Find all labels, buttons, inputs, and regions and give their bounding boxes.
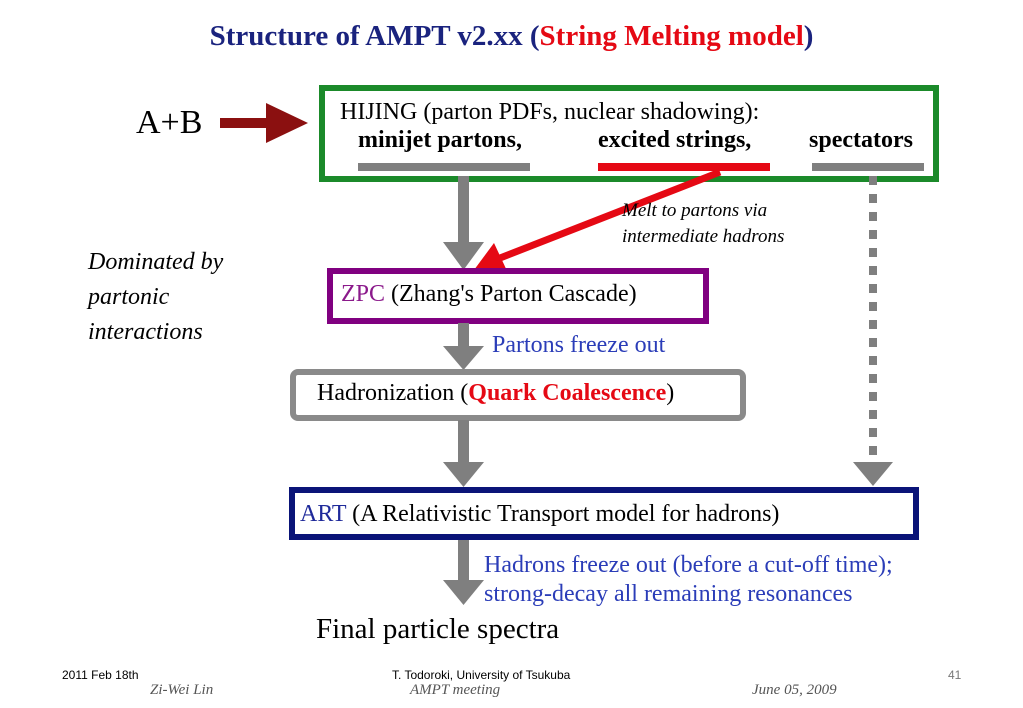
title-highlight: String Melting model: [539, 20, 804, 52]
hadrons-freeze-note: Hadrons freeze out (before a cut-off tim…: [484, 552, 893, 607]
zpc-label: ZPC (Zhang's Parton Cascade): [341, 281, 637, 307]
footer-meeting: AMPT meeting: [410, 682, 501, 698]
arrow-zpc-to-hadr: [443, 323, 484, 370]
input-label: A+B: [136, 104, 203, 141]
spectators-label: spectators: [809, 127, 913, 153]
spectators-underline: [812, 163, 924, 171]
art-box: [289, 487, 919, 540]
melt-arrow: [474, 168, 722, 273]
arrow-hijing-to-zpc: [443, 176, 484, 270]
hadronization-box: [290, 369, 746, 421]
hijing-description: HIJING (parton PDFs, nuclear shadowing):: [340, 99, 760, 125]
final-spectra-label: Final particle spectra: [316, 613, 560, 645]
arrow-art-to-final: [443, 540, 484, 605]
minijet-label: minijet partons,: [358, 127, 522, 153]
art-label: ART (A Relativistic Transport model for …: [300, 501, 780, 527]
arrow-hadr-to-art: [443, 420, 484, 487]
minijet-underline: [358, 163, 530, 171]
footer-author: Zi-Wei Lin: [150, 682, 214, 698]
art-name: ART: [300, 501, 347, 527]
slide-title: Structure of AMPT v2.xx (String Melting …: [209, 20, 814, 52]
hadronization-label: Hadronization (Quark Coalescence): [317, 380, 675, 406]
footer-date: 2011 Feb 18th: [62, 668, 139, 682]
strings-label: excited strings,: [598, 127, 752, 153]
coalescence-highlight: Quark Coalescence: [468, 380, 667, 406]
strings-underline: [598, 163, 770, 171]
melt-note: Melt to partons via intermediate hadrons: [622, 200, 785, 247]
hijing-box: [319, 85, 939, 182]
spectator-dotted-arrow: [853, 176, 893, 486]
footer-affiliation: T. Todoroki, University of Tsukuba: [392, 668, 571, 682]
input-arrow: [220, 103, 308, 143]
footer-meeting-date: June 05, 2009: [752, 682, 837, 698]
dominated-note: Dominated by partonic interactions: [88, 249, 224, 345]
zpc-name: ZPC: [341, 281, 386, 307]
page-number: 41: [948, 668, 962, 682]
partons-freeze-label: Partons freeze out: [492, 332, 666, 358]
zpc-box: [327, 268, 709, 324]
